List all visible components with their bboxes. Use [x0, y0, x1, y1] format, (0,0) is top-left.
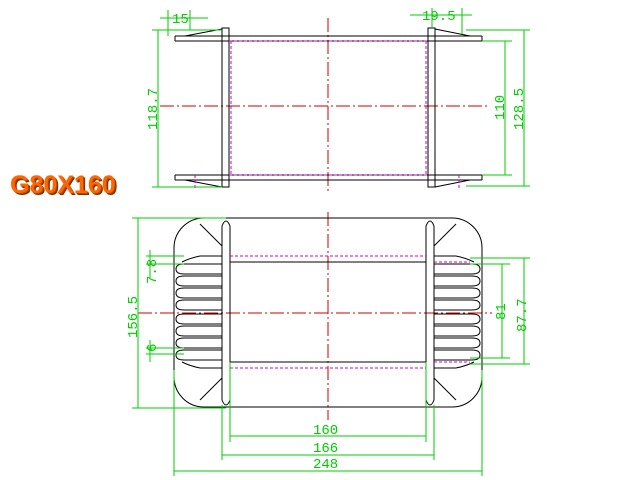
inner-window [229, 261, 427, 363]
dim-width-inner-label: 160 [313, 423, 338, 439]
dim-window-outer-label: 87.7 [515, 298, 531, 332]
dim-flange-right [410, 8, 472, 34]
dim-flange-left-label: 15 [172, 12, 189, 28]
dim-height-inner [482, 40, 512, 176]
dim-height-outer [466, 29, 530, 187]
dim-height-left [152, 29, 222, 188]
dim-window-outer [470, 257, 530, 365]
housing-outline [173, 217, 483, 408]
dim-flange-left [160, 10, 208, 36]
dim-gap-top-label: 7.8 [145, 259, 161, 284]
dim-window-inner [470, 263, 510, 359]
dim-height-outer-label: 128.5 [512, 88, 528, 130]
dim-width-total [173, 370, 483, 476]
dim-height-left-label: 118.7 [146, 88, 162, 130]
dim-gap-bottom [146, 340, 184, 362]
front-view: 156.5 7.8 6 81 87.7 [126, 212, 531, 476]
bottom-flange [174, 174, 483, 188]
top-view-hidden-lines [194, 40, 460, 188]
dim-width-mid-label: 166 [313, 441, 338, 457]
right-fins [433, 223, 481, 401]
model-title: G80X160 [10, 171, 116, 199]
dim-width-total-label: 248 [313, 457, 338, 473]
dim-width-inner [229, 362, 427, 442]
dim-gap-top [146, 250, 184, 278]
left-fins [175, 223, 223, 401]
dim-height-inner-label: 110 [493, 95, 509, 120]
dim-flange-right-label: 19.5 [422, 9, 456, 25]
dim-front-height-total [132, 217, 226, 409]
dim-width-mid [221, 405, 435, 460]
top-view: 15 19.5 118.7 110 128.5 [146, 8, 530, 192]
dim-gap-bottom-label: 6 [145, 344, 161, 352]
top-flange [174, 28, 483, 42]
dim-window-inner-label: 81 [494, 303, 510, 320]
front-view-hidden-lines [230, 255, 470, 369]
dim-front-height-total-label: 156.5 [126, 296, 142, 338]
